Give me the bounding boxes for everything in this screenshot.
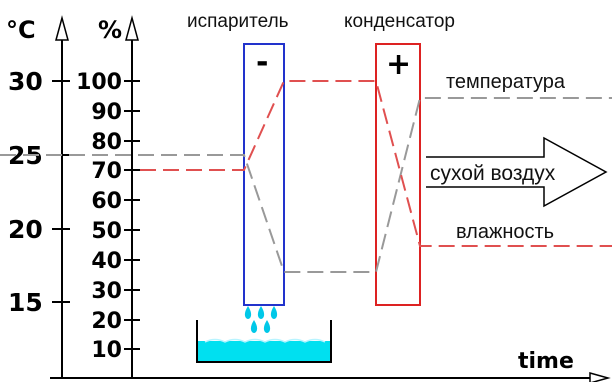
water-container — [196, 320, 332, 363]
celsius-axis-arrow — [55, 15, 69, 41]
water-drop — [270, 306, 278, 319]
percent-label-80: 80 — [91, 130, 122, 155]
temperature-line — [0, 97, 612, 273]
temperature-label: температура — [446, 71, 566, 93]
evaporator-label: испаритель — [187, 11, 289, 32]
percent-label-10: 10 — [91, 338, 122, 363]
evaporator-box — [243, 43, 285, 306]
condenser-label: конденсатор — [344, 11, 455, 32]
humidity-label: влажность — [456, 221, 554, 243]
percent-label-60: 60 — [91, 189, 122, 214]
percent-label-20: 20 — [91, 309, 122, 334]
celsius-label-15: 15 — [8, 288, 43, 317]
time-axis-arrow — [589, 372, 611, 382]
condenser-box — [375, 43, 421, 306]
percent-label-90: 90 — [91, 100, 122, 125]
time-label: time — [518, 349, 574, 374]
humidity-line — [140, 80, 612, 247]
dry-air-arrow — [426, 136, 608, 208]
percent-unit: % — [98, 16, 122, 44]
condenser-sign: + — [386, 47, 411, 82]
celsius-unit: °C — [6, 16, 36, 44]
water — [198, 341, 330, 361]
water-drop — [244, 306, 252, 319]
dry-air-label: сухой воздух — [430, 162, 556, 185]
percent-axis-arrow — [125, 15, 139, 41]
water-ripples — [204, 338, 326, 343]
water-drops — [244, 306, 278, 333]
celsius-label-30: 30 — [8, 67, 43, 96]
percent-label-40: 40 — [91, 249, 122, 274]
water-drop — [250, 320, 258, 333]
water-drop — [263, 320, 271, 333]
water-drop — [257, 306, 265, 319]
percent-label-30: 30 — [91, 279, 122, 304]
percent-label-70: 70 — [91, 159, 122, 184]
celsius-label-20: 20 — [8, 215, 43, 244]
percent-label-100: 100 — [76, 70, 122, 95]
percent-ticks: 100 90 80 70 60 50 40 30 20 10 — [76, 70, 140, 363]
celsius-ticks: 30 25 20 15 — [8, 67, 70, 317]
evaporator-sign: - — [256, 45, 268, 80]
percent-label-50: 50 — [91, 219, 122, 244]
